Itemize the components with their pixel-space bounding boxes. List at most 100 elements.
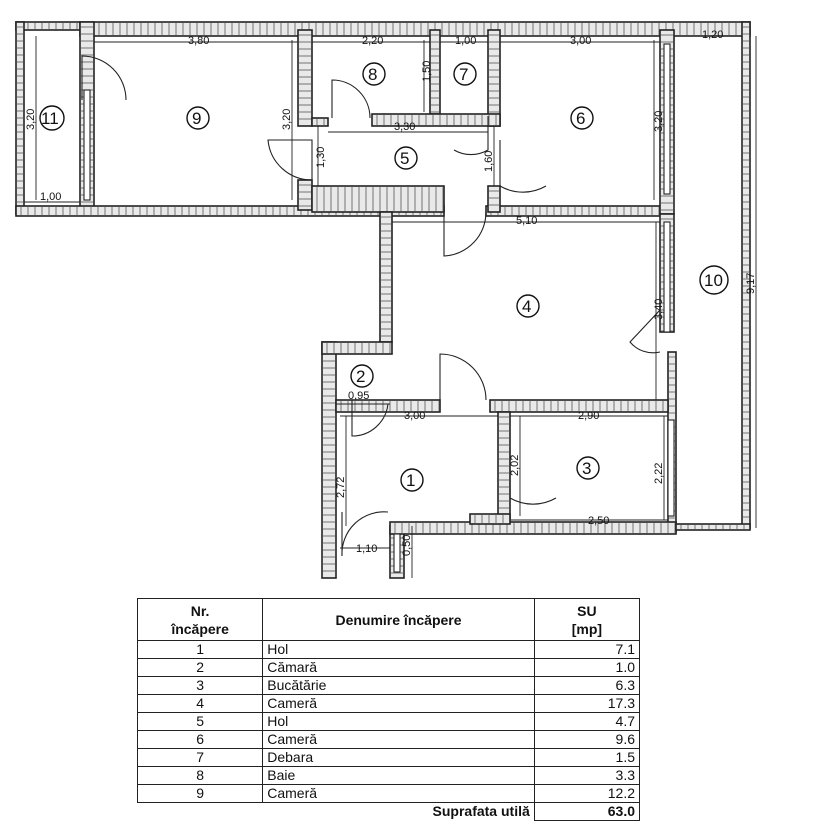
wall-hatch (431, 34, 439, 113)
wall-5-bottom (311, 185, 445, 213)
dim-2-50: 2,50 (588, 515, 609, 527)
door-balcony-11 (81, 55, 127, 101)
svg-text:5: 5 (400, 149, 409, 168)
total-label: Suprafata utilă (262, 802, 535, 821)
svg-text:2: 2 (356, 367, 365, 386)
svg-text:3: 3 (582, 459, 591, 478)
floor-plan: 3,80 2,20 1,00 3,00 1,20 3,20 3,20 3,20 … (15, 21, 757, 579)
dim-3-20-left: 3,20 (25, 109, 37, 130)
wall-hatch (680, 525, 745, 529)
dim-3-40: 3,40 (653, 299, 665, 320)
wall-hatch (381, 216, 391, 337)
wall-hatch (299, 184, 311, 207)
room-label-6: 6 (570, 106, 594, 130)
wall-hatch (743, 26, 749, 525)
wall-hatch (499, 416, 509, 516)
svg-text:7: 7 (459, 65, 468, 84)
wall-top (79, 21, 751, 37)
door-entrance (341, 511, 389, 557)
wall-5-6-separator (487, 185, 501, 213)
door-room2 (351, 400, 389, 437)
wall-5-top-left (311, 117, 329, 127)
dim-1-50: 1,50 (421, 61, 433, 82)
dim-3-80: 3,80 (188, 35, 209, 47)
total-blank (138, 803, 263, 821)
dim-3-20-right: 3,20 (653, 111, 665, 132)
room-label-2: 2 (350, 364, 374, 388)
wall-hatch (299, 34, 311, 120)
dim-1-00-top: 1,00 (455, 35, 476, 47)
dim-2-72: 2,72 (335, 477, 347, 498)
dim-3-00-top: 3,00 (570, 35, 591, 47)
wall-hatch (376, 115, 497, 125)
svg-text:4: 4 (522, 297, 531, 316)
dim-2-20: 2,20 (362, 35, 383, 47)
wall-hatch (316, 119, 325, 125)
svg-text:8: 8 (368, 65, 377, 84)
door-room8 (331, 79, 371, 119)
dim-0-95: 0,95 (348, 390, 369, 402)
wall-9-5 (297, 179, 313, 211)
door-room6 (499, 140, 547, 193)
door-room9 (267, 139, 313, 181)
wall-upper-bottom-right (485, 205, 669, 217)
table-total-row: Suprafata utilă 63.0 (138, 802, 641, 821)
dim-5-10: 5,10 (516, 215, 537, 227)
svg-text:10: 10 (704, 271, 723, 290)
wall-hatch (494, 401, 664, 411)
wall-hatch (326, 343, 391, 353)
dim-0-50: 0,50 (401, 535, 413, 556)
room-label-9: 9 (186, 106, 210, 130)
door-room4-window (629, 309, 661, 354)
walls (15, 21, 751, 579)
dim-1-10: 1,10 (356, 543, 377, 555)
dim-9-17: 9,17 (745, 273, 757, 294)
room-label-8: 8 (362, 62, 386, 86)
room-labels: 9 8 7 6 5 4 2 1 (39, 62, 729, 492)
door-room4 (443, 211, 487, 257)
dim-1-20: 1,20 (702, 29, 723, 41)
room-label-10: 10 (699, 265, 729, 295)
window-room1 (393, 533, 401, 573)
wall-hatch (490, 207, 667, 215)
wall-hatch (340, 401, 440, 411)
wall-hatch (316, 187, 444, 211)
dim-3-30: 3,30 (394, 121, 415, 133)
wall-9-8 (297, 29, 313, 127)
window-room6 (663, 43, 671, 195)
wall-hatch (474, 515, 504, 523)
wall-hatch (84, 23, 744, 35)
wall-room4-left (379, 211, 393, 343)
dimension-lines (24, 35, 757, 578)
dim-1-00-balcony: 1,00 (40, 191, 61, 203)
header-name: Denumire încăpere (262, 598, 535, 641)
svg-text:9: 9 (192, 109, 201, 128)
window-room9 (83, 89, 91, 201)
room-label-7: 7 (453, 62, 477, 86)
dim-3-20-mid: 3,20 (281, 109, 293, 130)
dim-2-02: 2,02 (509, 455, 521, 476)
dimension-labels: 3,80 2,20 1,00 3,00 1,20 3,20 3,20 3,20 … (25, 29, 757, 556)
svg-text:1: 1 (406, 471, 415, 490)
wall-kitchen-bottom-step (469, 513, 511, 525)
wall-room2-top (321, 341, 393, 355)
svg-text:6: 6 (576, 109, 585, 128)
dim-2-90: 2,90 (578, 410, 599, 422)
svg-text:11: 11 (41, 109, 59, 128)
dim-3-00-mid: 3,00 (404, 410, 425, 422)
header-nr: Nr.încăpere (136, 598, 264, 641)
dim-1-30: 1,30 (315, 147, 327, 168)
door-room3 (509, 448, 557, 505)
room-label-3: 3 (576, 456, 600, 480)
door-room4-lower (439, 353, 487, 401)
windows (83, 43, 675, 573)
